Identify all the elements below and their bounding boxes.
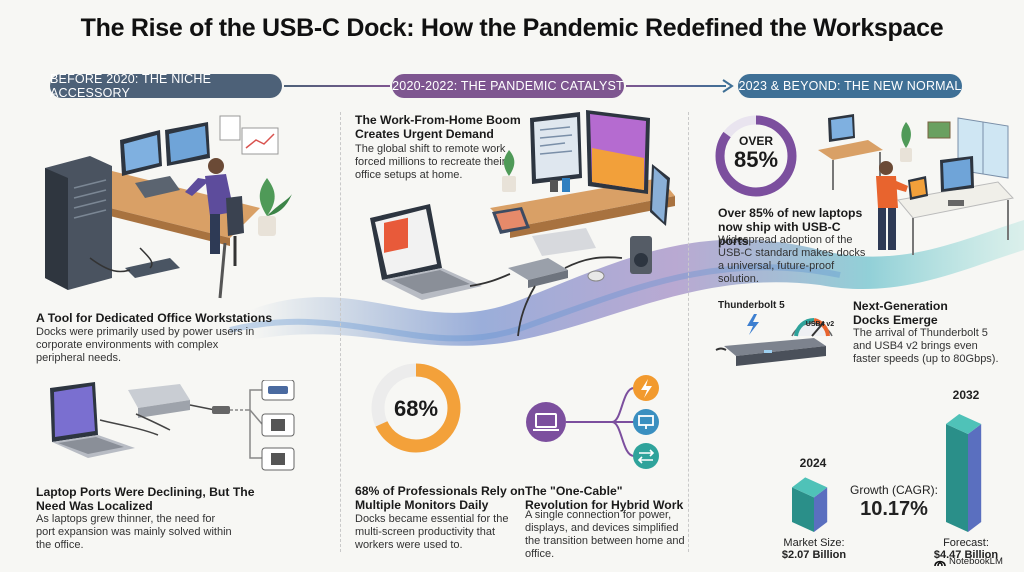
ports-heading: Laptop Ports Were Declining, But The Nee…: [36, 485, 255, 513]
hybrid-workspace-illustration: [818, 114, 1014, 255]
wfh-heading: The Work-From-Home Boom Creates Urgent D…: [355, 113, 521, 141]
forecast-value: $4.47 Billion: [933, 549, 999, 561]
monitors-percent: 68%: [393, 396, 439, 421]
timeline-connector-2: [626, 85, 726, 87]
bar-top-face: [792, 477, 828, 498]
section-divider-left: [340, 112, 341, 552]
era-before-2020: BEFORE 2020: THE NICHE ACCESSORY: [50, 72, 282, 100]
usb4-gauge-label: USB4 v2: [805, 321, 835, 328]
timeline-arrow-icon: [722, 79, 734, 93]
nextgen-body: The arrival of Thunderbolt 5 and USB4 v2…: [853, 327, 999, 365]
lightning-icon: [747, 314, 759, 335]
ports-body: As laptops grew thinner, the need for po…: [36, 513, 232, 551]
market-size-label: Market Size:: [783, 537, 845, 549]
market-year-start: 2024: [799, 456, 827, 470]
adoption-ring: [715, 115, 797, 197]
adoption-ring-arc: [715, 115, 797, 197]
adoption-over-label: OVER: [738, 134, 773, 148]
workstation-body: Docks were primarily used by power users…: [36, 326, 255, 364]
onecable-body: A single connection for power, displays,…: [525, 509, 685, 560]
monitors-ring: [371, 363, 461, 453]
brand-name: NotebookLM: [949, 556, 1003, 567]
bar-top-face: [946, 414, 982, 434]
monitors-heading: 68% of Professionals Rely on Multiple Mo…: [355, 484, 526, 512]
home-office-illustration: [370, 110, 675, 337]
notebooklm-icon: [934, 560, 946, 566]
timeline-connector-1: [284, 85, 390, 87]
section-divider-right: [688, 112, 689, 552]
thunderbolt-label: Thunderbolt 5: [718, 300, 785, 311]
bar-side-face: [968, 424, 982, 532]
onecable-heading: The "One-Cable" Revolution for Hybrid Wo…: [525, 484, 684, 512]
adoption-heading: Over 85% of new laptops now ship with US…: [718, 206, 863, 248]
market-year-end: 2032: [952, 388, 980, 402]
market-size-value: $2.07 Billion: [781, 549, 847, 561]
growth-label: Growth (CAGR):: [849, 483, 938, 497]
one-cable-diagram: [526, 375, 659, 469]
forecast-label: Forecast:: [943, 537, 989, 549]
bar-front-face: [792, 487, 814, 532]
bar-side-face: [814, 487, 828, 532]
monitors-body: Docks became essential for the multi-scr…: [355, 513, 509, 551]
market-growth-chart: [792, 414, 982, 532]
bar-front-face: [946, 424, 968, 532]
office-workstation-illustration: [45, 115, 292, 299]
era-2020-2022: 2020-2022: THE PANDEMIC CATALYST: [392, 74, 624, 98]
brand-badge: NotebookLM: [934, 556, 1003, 567]
laptop-ports-illustration: [50, 380, 295, 471]
flow-wave-graphic: [229, 220, 1024, 346]
adoption-percent: 85%: [733, 147, 779, 172]
page-title: The Rise of the USB-C Dock: How the Pand…: [80, 14, 944, 42]
workstation-heading: A Tool for Dedicated Office Workstations: [36, 311, 273, 325]
thunderbolt-dock-illustration: [715, 314, 833, 366]
market-bar-2024: [792, 477, 828, 532]
market-bar-2032: [946, 414, 982, 532]
adoption-body: Widespread adoption of the USB-C standar…: [718, 234, 866, 285]
wfh-body: The global shift to remote work forced m…: [355, 143, 506, 181]
era-2023-beyond: 2023 & BEYOND: THE NEW NORMAL: [738, 74, 962, 98]
growth-value: 10.17%: [860, 498, 928, 520]
nextgen-heading: Next-Generation Docks Emerge: [853, 299, 948, 327]
monitors-ring-arc: [371, 363, 461, 453]
